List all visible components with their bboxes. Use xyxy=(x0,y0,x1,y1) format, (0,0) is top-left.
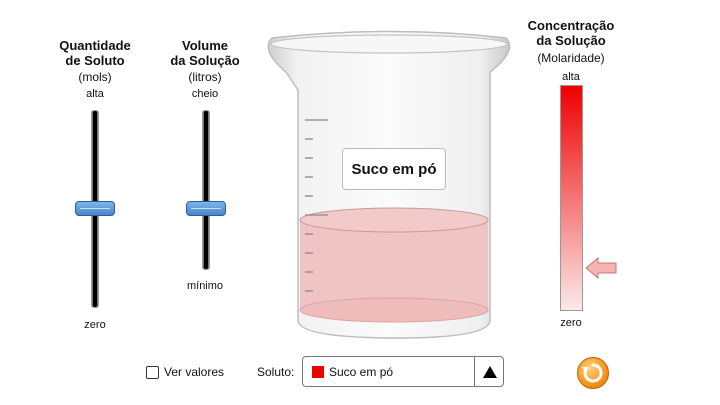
volume-unit-label: (litros) xyxy=(188,70,222,84)
beaker-rim xyxy=(270,34,508,54)
solute-max-label: alta xyxy=(86,88,104,100)
dropdown-arrow-icon[interactable] xyxy=(483,366,497,378)
concentration-title: Concentração da Solução xyxy=(515,18,627,48)
volume-title-line2: da Solução xyxy=(170,53,240,68)
solute-selected-value: Suco em pó xyxy=(329,365,394,379)
solute-label: Soluto: xyxy=(257,365,295,379)
beaker-label-box: Suco em pó xyxy=(342,148,446,190)
solution-body xyxy=(300,220,488,310)
solute-min-label: zero xyxy=(84,319,106,331)
volume-slider-thumb[interactable] xyxy=(186,200,226,216)
volume-slider-title: Volume da Solução xyxy=(160,38,250,68)
volume-title-line1: Volume xyxy=(182,38,228,53)
concentration-max-label: alta xyxy=(562,71,580,83)
show-values-label: Ver valores xyxy=(164,365,225,379)
concentration-bar xyxy=(560,85,583,311)
reset-icon xyxy=(582,363,603,383)
dropdown-divider xyxy=(474,357,475,386)
solute-color-swatch xyxy=(312,366,324,378)
concentration-min-label: zero xyxy=(560,317,582,329)
solute-title-line1: Quantidade xyxy=(59,38,131,53)
beaker-label-text: Suco em pó xyxy=(351,160,437,178)
volume-min-label: mínimo xyxy=(186,280,224,292)
solution-bottom xyxy=(299,297,489,323)
show-values-control[interactable]: Ver valores xyxy=(146,365,224,379)
concentration-title-line1: Concentração xyxy=(527,18,615,33)
reset-button[interactable] xyxy=(577,357,609,389)
concentration-pointer-icon xyxy=(585,257,617,280)
solute-select[interactable]: Suco em pó xyxy=(302,356,504,387)
concentration-title-line2: da Solução xyxy=(536,33,606,48)
solute-slider-title: Quantidade de Soluto xyxy=(50,38,140,68)
beaker-graduations xyxy=(305,119,328,292)
concentration-unit-label: (Molaridade) xyxy=(537,51,605,65)
solute-slider-thumb[interactable] xyxy=(75,200,115,216)
volume-max-label: cheio xyxy=(191,88,219,100)
solute-unit-label: (mols) xyxy=(78,70,112,84)
show-values-checkbox[interactable] xyxy=(146,365,159,379)
solute-title-line2: de Soluto xyxy=(65,53,125,68)
solution-surface xyxy=(299,207,489,233)
volume-slider-track[interactable] xyxy=(202,110,210,270)
